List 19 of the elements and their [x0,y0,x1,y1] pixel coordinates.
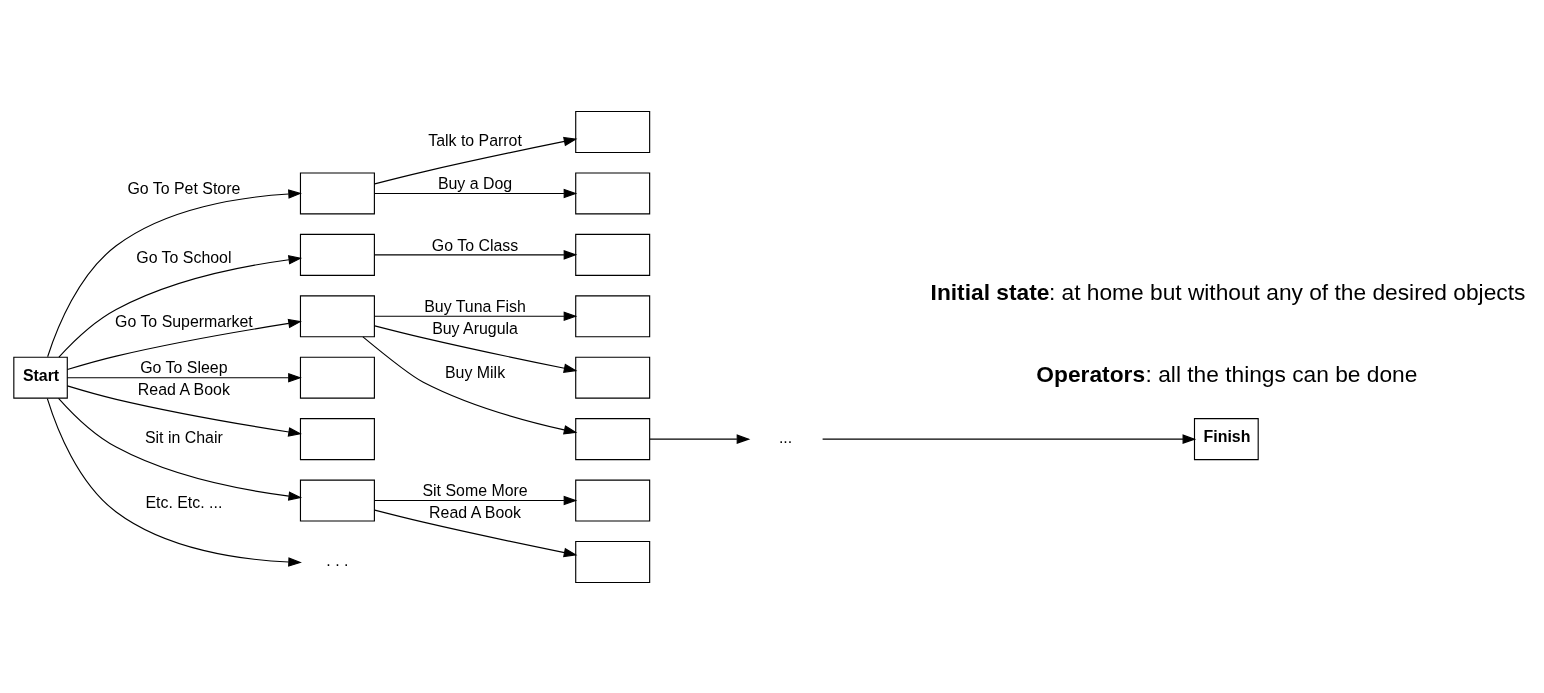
edge-label: Read A Book [137,380,230,398]
node-text: ... [778,428,792,446]
edge-label: Go To Sleep [139,358,227,376]
edge-label: Etc. Etc. ... [144,493,222,511]
edge-label: Buy Milk [444,363,505,381]
edge-label: Sit Some More [421,481,528,499]
edge-label: Talk to Parrot [427,131,522,149]
edge-label: Go To Supermarket [114,312,253,330]
edge-label: Buy a Dog [437,174,512,192]
edge-label: Sit in Chair [144,428,223,446]
node-text: . . . [325,551,348,569]
label: Initial state: at home but without any of the desired objects [930,278,1525,305]
label: Operators: all the things can be done [1035,360,1417,387]
edge-label: Buy Tuna Fish [423,297,526,315]
edge-label: Read A Book [428,503,521,521]
edge-label: Go To Pet Store [126,179,240,197]
edge-label: Buy Arugula [431,319,518,337]
edge-label: Go To School [135,248,231,266]
edge-label: Go To Class [431,236,518,254]
